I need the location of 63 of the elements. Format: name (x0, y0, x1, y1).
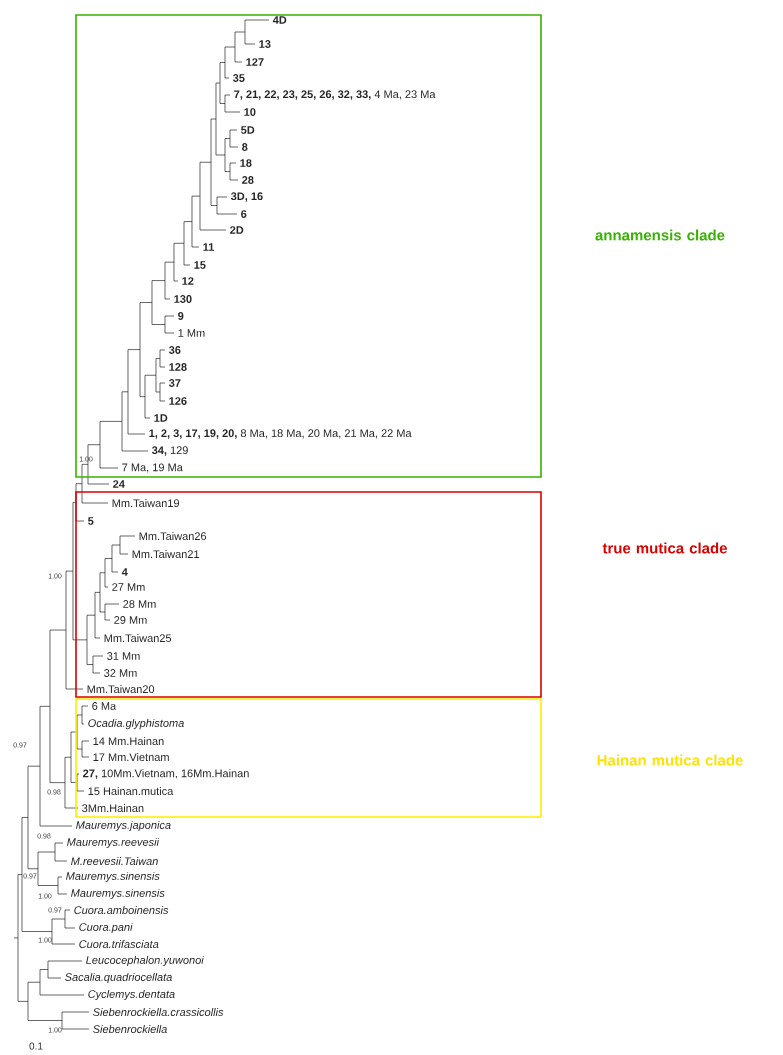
tip-label: 31 Mm (107, 652, 140, 660)
tip-label: Mm.Taiwan20 (87, 684, 155, 694)
tip-label: 15 (194, 261, 206, 269)
tip-label: Cuora.amboinensis (74, 905, 169, 915)
tip-label: 6 Ma (92, 702, 117, 710)
tip-label: 28 (242, 176, 254, 184)
tip-label: 35 (232, 74, 245, 82)
tip-label: Mm.Taiwan19 (112, 498, 180, 508)
tip-label: 4 (121, 568, 128, 576)
tip-label: 28 Mm (123, 600, 156, 608)
node-label: true mutica clade (602, 542, 727, 554)
tip-label: 29 Mm (114, 616, 147, 624)
tip-label: Cuora.pani (79, 922, 133, 934)
tip-label: 2D (230, 226, 244, 234)
tip-label: 18 (240, 159, 252, 167)
tip-label: Mauremys.reevesii (67, 837, 160, 849)
tip-label: 3D, 16 (230, 192, 263, 202)
tip-label: 10 (244, 108, 256, 116)
tip-label: 8 (242, 143, 248, 151)
tip-label: Mm.Taiwan21 (132, 549, 200, 559)
tip-label: 1 Mm (178, 329, 205, 337)
tip-label: Mauremys.sinensis (66, 871, 160, 883)
tip-label: 17 Mm.Vietnam (93, 752, 169, 762)
tip-label: Sacalia.quadriocellata (65, 972, 172, 984)
tip-label: 126 (169, 397, 187, 405)
tip-label: 13 (259, 40, 271, 48)
tip-label: 7 Ma, 19 Ma (122, 463, 183, 473)
tip-label: Cyclemys.dentata (88, 989, 175, 1001)
node-label: annamensis clade (595, 229, 725, 241)
tip-label: Mauremys.sinensis (71, 888, 165, 900)
tip-label: 36 (168, 346, 181, 354)
tip-label: 12 (182, 277, 194, 285)
tip-label: 3Mm.Hainan (82, 803, 144, 813)
scale-label: 0.1 (29, 1042, 43, 1050)
tip-label: 128 (169, 363, 187, 371)
tip-label: 24 (113, 480, 125, 488)
tip-label: 27 Mm (112, 583, 145, 591)
tip-label: 11 (203, 243, 214, 251)
tip-label: 5 (88, 517, 94, 525)
tip-label: M.reevesii.Taiwan (71, 856, 158, 866)
tip-label: 1, 2, 3, 17, 19, 20, 8 Ma, 18 Ma, 20 Ma, 21 Ma, 22 Ma (149, 429, 412, 439)
tip-label: 5D (241, 126, 255, 134)
tip-label: Leucocephalon.yuwonoi (86, 955, 204, 967)
tip-label: 37 (168, 379, 181, 387)
tip-label: 4D (272, 16, 287, 24)
tip-label: Mm.Taiwan26 (139, 531, 207, 541)
tip-label: Siebenrockiella.crassicollis (93, 1007, 224, 1017)
tip-label: 14 Mm.Hainan (93, 736, 164, 746)
tip-label: 9 (178, 312, 184, 320)
tip-label: 127 (246, 58, 264, 66)
tip-label: Ocadia.glyphistoma (88, 718, 184, 730)
tip-label: 130 (174, 295, 192, 303)
tip-label: 27, 10Mm.Vietnam, 16Mm.Hainan (83, 769, 249, 779)
tip-label: Cuora.trifasciata (79, 939, 159, 949)
tip-label: 1D (154, 414, 168, 422)
node-label: Hainan mutica clade (597, 754, 743, 766)
tip-label: 15 Hainan.mutica (88, 786, 174, 796)
tip-label: Siebenrockiella (93, 1024, 167, 1034)
tip-label: Mm.Taiwan25 (104, 633, 172, 643)
tip-label: 34, 129 (151, 446, 188, 456)
tip-label: 6 (241, 210, 247, 218)
tip-label: 32 Mm (104, 669, 137, 677)
tip-label: 7, 21, 22, 23, 25, 26, 32, 33, 4 Ma, 23 Ma (234, 90, 436, 100)
